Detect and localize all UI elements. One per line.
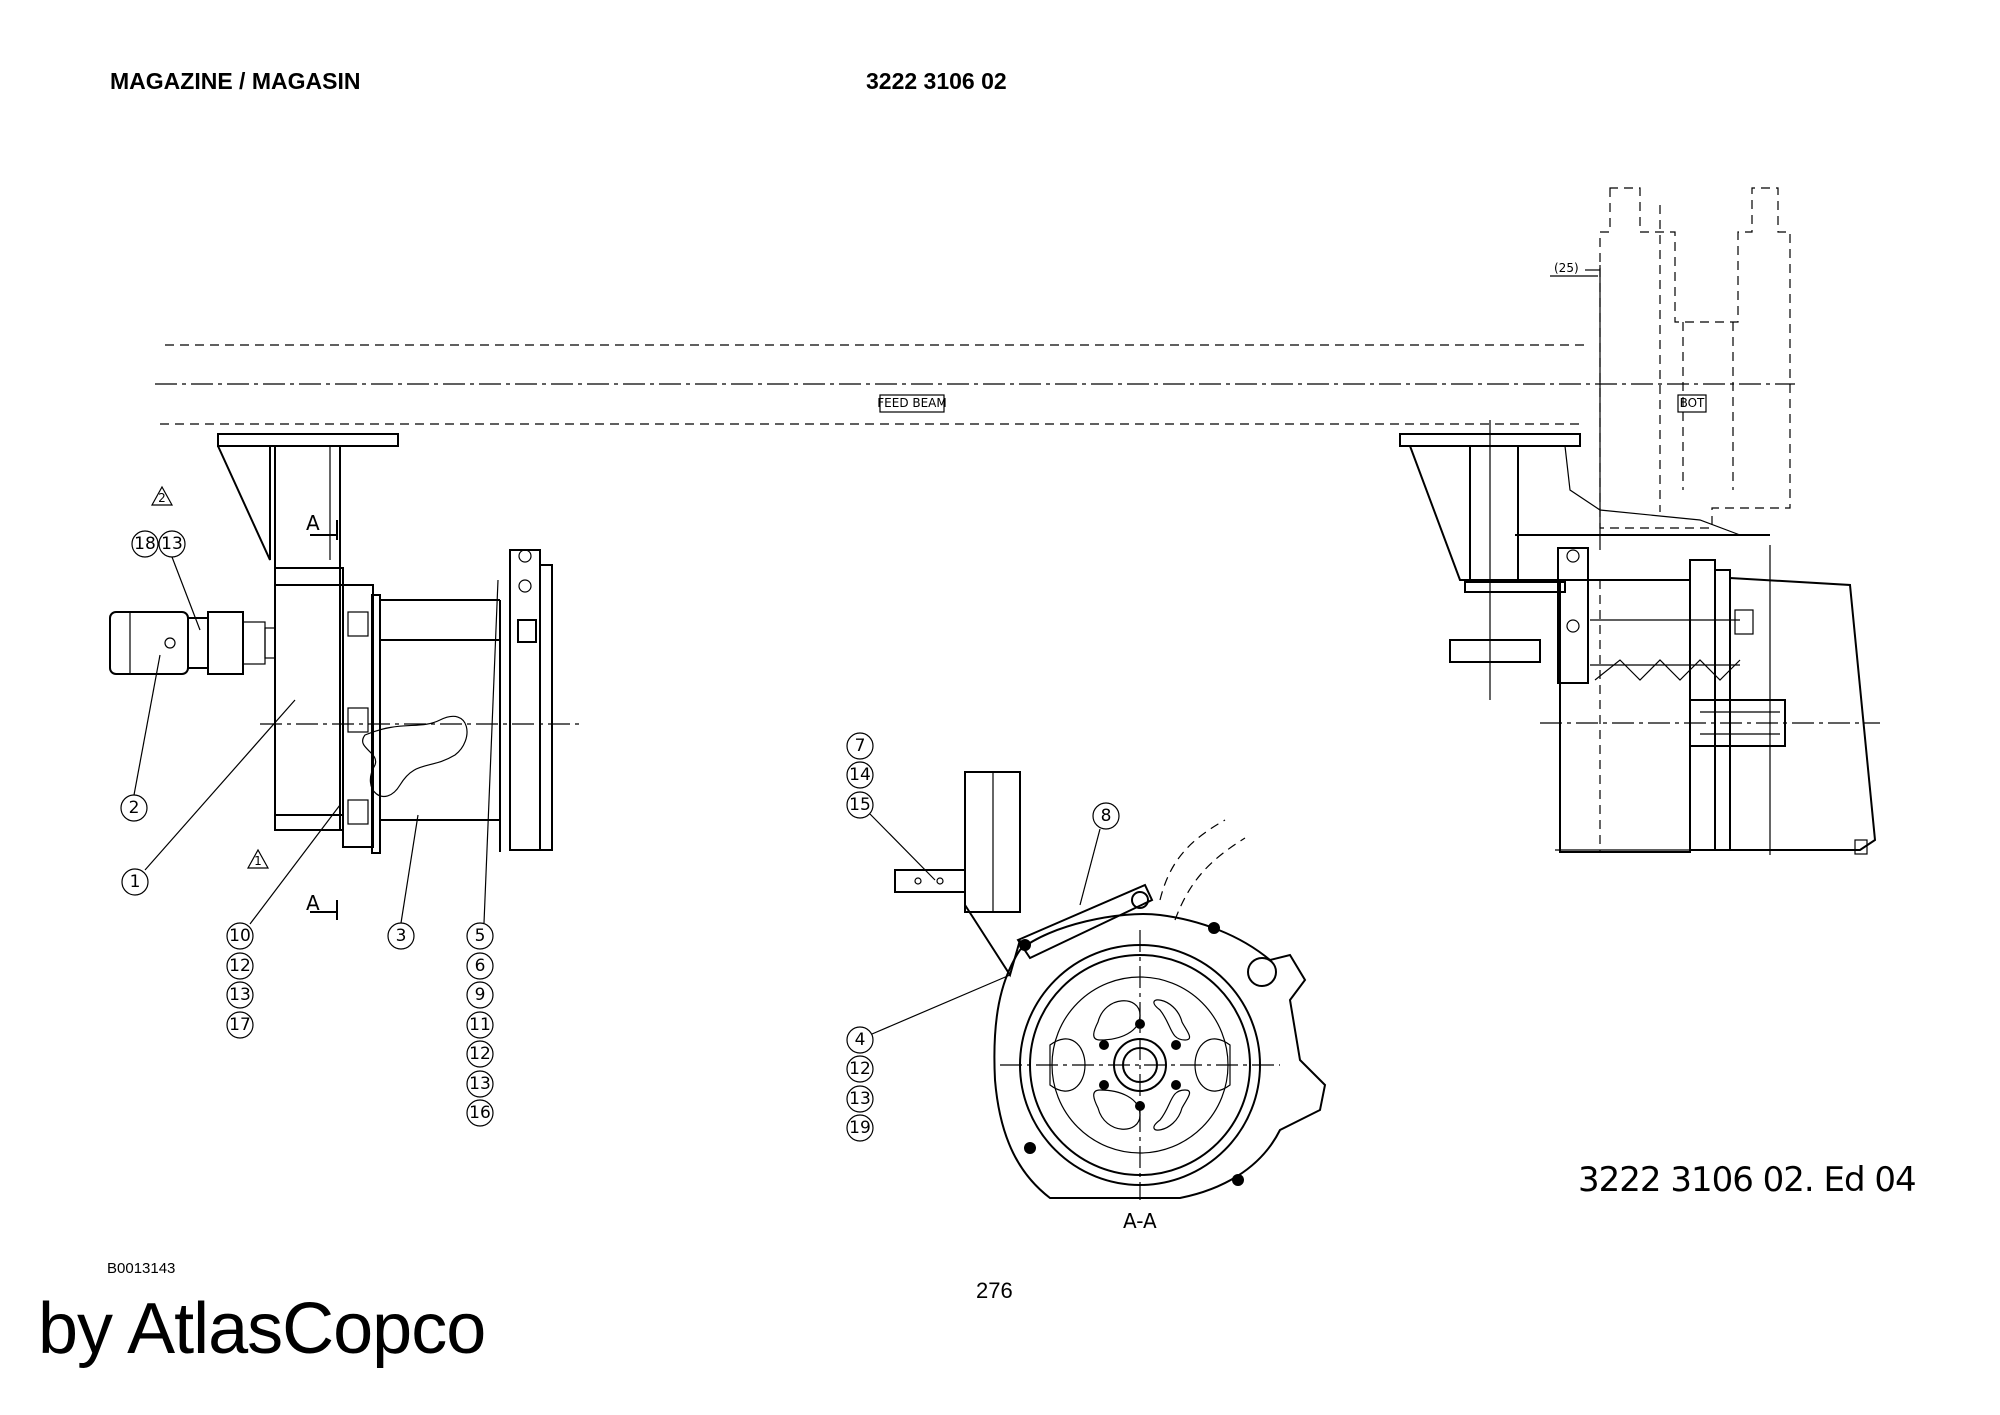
balloon: 13 bbox=[846, 1085, 874, 1113]
svg-text:7: 7 bbox=[855, 736, 866, 756]
svg-text:16: 16 bbox=[469, 1103, 491, 1123]
svg-text:10: 10 bbox=[229, 926, 251, 946]
balloon: 10 bbox=[226, 922, 254, 950]
balloon: 4 bbox=[846, 1026, 874, 1054]
svg-text:A: A bbox=[306, 891, 320, 915]
svg-text:11: 11 bbox=[469, 1015, 491, 1035]
svg-text:2: 2 bbox=[129, 798, 140, 818]
balloon: 8 bbox=[1092, 802, 1120, 830]
balloon: 11 bbox=[466, 1011, 494, 1039]
bot-label: BOT bbox=[1680, 396, 1705, 410]
page-number: 276 bbox=[976, 1278, 1013, 1303]
svg-text:12: 12 bbox=[849, 1059, 871, 1079]
reference-code: B0013143 bbox=[107, 1260, 176, 1277]
section-view-label: A-A bbox=[1123, 1209, 1157, 1233]
svg-text:6: 6 bbox=[475, 956, 486, 976]
svg-text:9: 9 bbox=[475, 985, 486, 1005]
warning-triangle-icon bbox=[246, 848, 270, 869]
svg-text:17: 17 bbox=[229, 1015, 251, 1035]
svg-text:A: A bbox=[306, 511, 320, 535]
section-cut-markers: A A bbox=[306, 511, 338, 920]
balloon: 13 bbox=[226, 981, 254, 1009]
svg-text:1: 1 bbox=[130, 872, 141, 892]
svg-text:3: 3 bbox=[396, 926, 407, 946]
balloon: 12 bbox=[466, 1040, 494, 1068]
svg-text:13: 13 bbox=[849, 1089, 871, 1109]
svg-text:15: 15 bbox=[849, 795, 871, 815]
svg-text:19: 19 bbox=[849, 1118, 871, 1138]
section-a-a-view: A-A bbox=[894, 771, 1327, 1233]
balloon: 7 bbox=[846, 732, 874, 760]
balloon: 16 bbox=[466, 1099, 494, 1127]
svg-text:13: 13 bbox=[469, 1074, 491, 1094]
balloon: 5 bbox=[466, 922, 494, 950]
balloon: 2 bbox=[120, 794, 148, 822]
balloon: 18 bbox=[131, 530, 159, 558]
balloon: 19 bbox=[846, 1114, 874, 1142]
svg-text:14: 14 bbox=[849, 765, 871, 785]
svg-text:1: 1 bbox=[254, 854, 262, 868]
svg-text:4: 4 bbox=[855, 1030, 866, 1050]
balloon: 14 bbox=[846, 761, 874, 789]
warning-triangle-icon bbox=[150, 485, 174, 506]
feed-beam-label: FEED BEAM bbox=[877, 396, 947, 410]
balloon: 6 bbox=[466, 952, 494, 980]
page-title: MAGAZINE / MAGASIN bbox=[110, 68, 361, 94]
svg-text:18: 18 bbox=[134, 534, 156, 554]
balloons-section: 7 14 15 8 4 12 13 19 bbox=[846, 732, 1120, 1142]
edition-label: 3222 3106 02. Ed 04 bbox=[1578, 1160, 1917, 1200]
brand-watermark: by AtlasCopco bbox=[38, 1289, 486, 1369]
part-number: 3222 3106 02 bbox=[866, 68, 1007, 94]
magazine-side-view: A A 2 1 bbox=[109, 433, 580, 920]
svg-text:13: 13 bbox=[229, 985, 251, 1005]
balloon: 17 bbox=[226, 1011, 254, 1039]
balloon: 13 bbox=[158, 530, 186, 558]
svg-text:2: 2 bbox=[158, 491, 166, 505]
hydraulic-motor bbox=[109, 611, 276, 675]
svg-text:5: 5 bbox=[475, 926, 486, 946]
balloon: 1 bbox=[121, 868, 149, 896]
svg-text:12: 12 bbox=[469, 1044, 491, 1064]
dimension-label: (25) bbox=[1554, 261, 1579, 275]
balloon: 12 bbox=[846, 1055, 874, 1083]
balloon: 3 bbox=[387, 922, 415, 950]
balloon: 9 bbox=[466, 981, 494, 1009]
magazine-end-view bbox=[1399, 420, 1880, 855]
balloon: 13 bbox=[466, 1070, 494, 1098]
balloon: 15 bbox=[846, 791, 874, 819]
bot-outline: (25) BOT bbox=[1550, 187, 1791, 550]
svg-text:13: 13 bbox=[161, 534, 183, 554]
balloons-left: 18 13 2 1 10 12 13 17 3 5 6 9 11 12 13 1… bbox=[120, 530, 499, 1127]
svg-text:12: 12 bbox=[229, 956, 251, 976]
feed-beam: FEED BEAM bbox=[155, 344, 1795, 425]
svg-text:8: 8 bbox=[1101, 806, 1112, 826]
balloon: 12 bbox=[226, 952, 254, 980]
